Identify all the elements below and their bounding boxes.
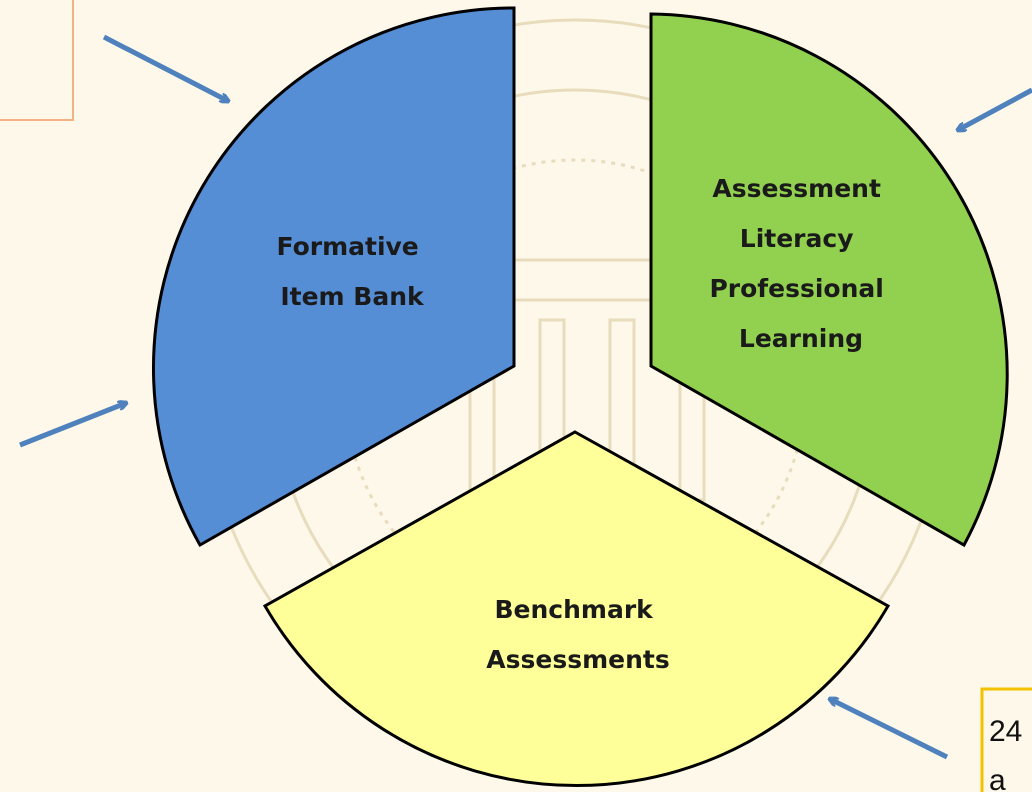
- segment-label-formative: Formative Item Bank: [277, 232, 428, 311]
- arrow-top-right: [958, 87, 1032, 130]
- arrow-top-left: [102, 34, 228, 101]
- segment-label-literacy: Assessment Literacy Professional Learnin…: [709, 174, 892, 353]
- callout-box-top-left: [0, 0, 74, 121]
- arrow-bottom-right: [830, 699, 949, 760]
- segment-label-benchmark: Benchmark Assessments: [486, 595, 669, 674]
- callout-box-bottom-right: [980, 687, 1032, 792]
- segment-assessment-literacy[interactable]: [649, 12, 1009, 548]
- segment-benchmark-assessments[interactable]: [262, 430, 891, 788]
- arrow-left: [19, 403, 126, 448]
- callout-text-bottom-right: 24 a: [989, 715, 1031, 792]
- segment-formative-item-bank[interactable]: [151, 6, 516, 548]
